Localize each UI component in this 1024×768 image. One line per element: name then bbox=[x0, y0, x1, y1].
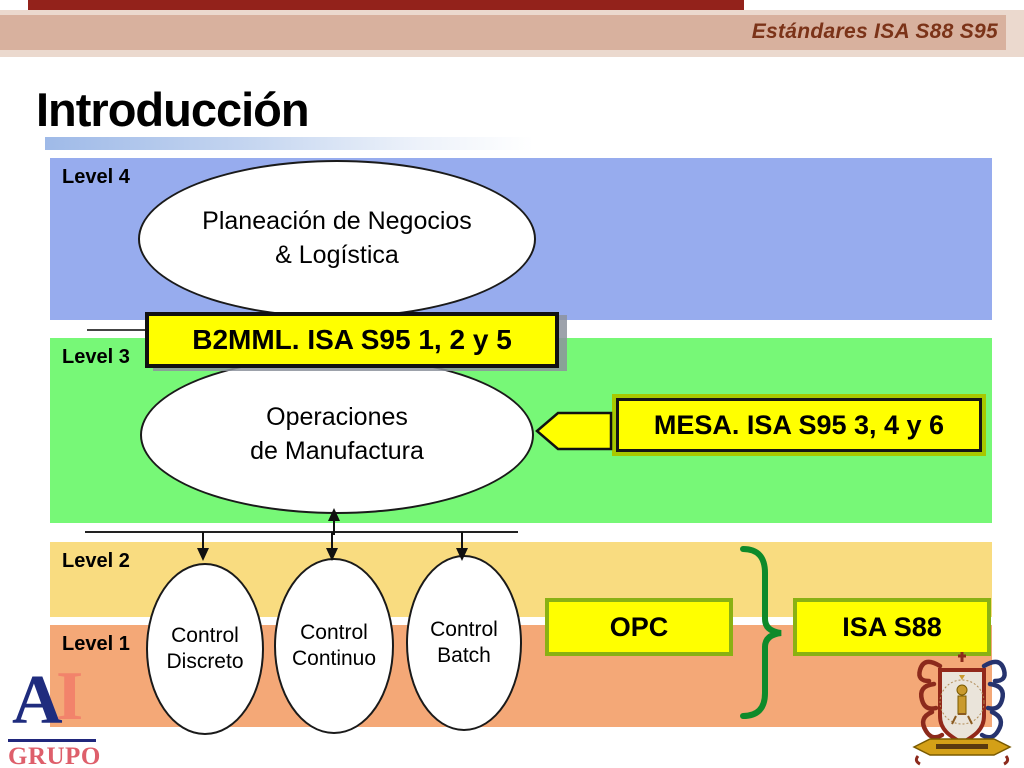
crest-right-flourish bbox=[979, 659, 1007, 755]
level4-label: Level 4 bbox=[62, 166, 130, 188]
isa-s88-callout: ISA S88 bbox=[793, 598, 991, 656]
header-band bbox=[0, 15, 1006, 50]
opc-callout: OPC bbox=[545, 598, 733, 656]
university-crest-logo bbox=[912, 652, 1012, 766]
manufacturing-operations-ellipse: Operaciones de Manufactura bbox=[140, 356, 534, 514]
logo-grupo-label: GRUPO bbox=[8, 743, 101, 768]
ai-grupo-logo: A I GRUPO bbox=[0, 662, 150, 768]
left-arrow-icon bbox=[535, 411, 613, 451]
ellipse-label-line: Discreto bbox=[166, 650, 244, 673]
logo-letter-a: A bbox=[12, 662, 63, 739]
level2-label: Level 2 bbox=[62, 550, 130, 572]
ellipse-label-line: Control bbox=[171, 623, 239, 647]
ellipse-label-line: & Logística bbox=[275, 241, 399, 269]
header-tagline: Estándares ISA S88 S95 bbox=[751, 20, 998, 43]
control-discrete-ellipse: Control Discreto bbox=[146, 563, 264, 735]
crest-figure bbox=[951, 675, 973, 725]
curly-brace-icon bbox=[740, 546, 782, 719]
ellipse-label-line: Control bbox=[300, 620, 368, 644]
top-accent-bar bbox=[28, 0, 744, 10]
ellipse-label-line: de Manufactura bbox=[250, 437, 424, 465]
title-underline-gradient bbox=[45, 137, 620, 150]
ellipse-label-line: Batch bbox=[437, 644, 491, 667]
ellipse-label-line: Operaciones bbox=[266, 403, 408, 432]
page-title: Introducción bbox=[36, 83, 310, 136]
level1-label: Level 1 bbox=[62, 633, 130, 655]
crest-top-cross bbox=[958, 652, 966, 662]
logo-underline bbox=[8, 739, 96, 742]
mesa-callout: MESA. ISA S95 3, 4 y 6 bbox=[612, 394, 986, 456]
ellipse-label-line: Planeación de Negocios bbox=[202, 207, 472, 236]
business-planning-ellipse: Planeación de Negocios & Logística bbox=[138, 160, 536, 318]
logo-letter-i: I bbox=[56, 658, 84, 735]
control-batch-ellipse: Control Batch bbox=[406, 555, 522, 731]
ellipse-label-line: Control bbox=[430, 617, 498, 641]
ellipse-label-line: Continuo bbox=[291, 647, 377, 670]
control-continuous-ellipse: Control Continuo bbox=[274, 558, 394, 734]
level3-label: Level 3 bbox=[62, 346, 130, 368]
crest-banner bbox=[912, 738, 1012, 766]
b2mml-callout: B2MML. ISA S95 1, 2 y 5 bbox=[145, 312, 559, 368]
